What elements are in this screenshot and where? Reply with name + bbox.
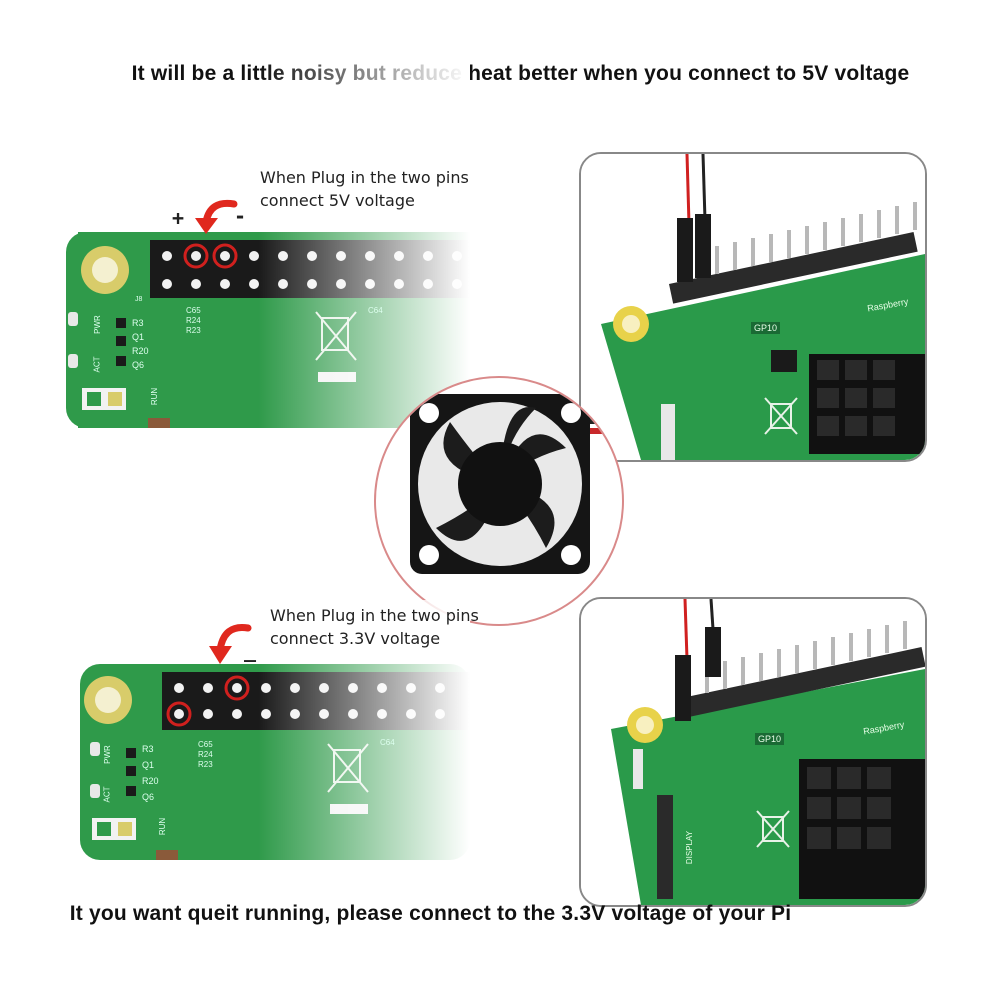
label-q1: Q1: [142, 760, 155, 770]
top-installed-photo: GP10 Raspberry: [579, 152, 927, 462]
bottom-note: When Plug in the two pins connect 3.3V v…: [270, 604, 479, 650]
label-r23: R23: [186, 326, 201, 335]
crossed-bin-icon: [764, 397, 798, 435]
crossed-bin-icon: [756, 810, 790, 848]
label-r3: R3: [142, 744, 154, 754]
bottom-note-line1: When Plug in the two pins: [270, 606, 479, 625]
fan-circle: [374, 376, 624, 626]
top-installed-illustration: [581, 154, 925, 460]
top-note-line1: When Plug in the two pins: [260, 168, 469, 187]
top-note: When Plug in the two pins connect 5V vol…: [260, 166, 469, 212]
bottom-note-line2: connect 3.3V voltage: [270, 629, 441, 648]
label-c64: C64: [368, 306, 383, 315]
bottom-installed-illustration: [581, 599, 925, 905]
label-r24: R24: [198, 750, 213, 759]
label-r3: R3: [132, 318, 144, 328]
bottom-caption: It you want queit running, please connec…: [69, 902, 792, 925]
label-run: RUN: [158, 817, 168, 836]
label-r20: R20: [142, 776, 159, 786]
minus-sign: -: [234, 204, 247, 228]
minus-sign: _: [244, 638, 257, 662]
label-display: DISPLAY: [685, 830, 695, 865]
label-pwr: PWR: [102, 745, 112, 764]
label-q1: Q1: [132, 332, 145, 342]
label-r20: R20: [132, 346, 149, 356]
label-j8: J8: [135, 296, 143, 303]
label-gp10: GP10: [751, 322, 781, 334]
label-c65: C65: [198, 740, 213, 749]
label-c65: C65: [186, 306, 201, 315]
top-board-illustration: [0, 0, 470, 440]
plus-sign: +: [172, 206, 185, 230]
curved-down-arrow-icon: [209, 623, 252, 664]
label-act: ACT: [102, 786, 112, 803]
label-q6: Q6: [142, 792, 155, 802]
label-c64: C64: [380, 738, 395, 747]
curved-down-arrow-icon: [195, 199, 238, 234]
label-r23: R23: [198, 760, 213, 769]
label-q6: Q6: [132, 360, 145, 370]
bottom-board-illustration: [0, 600, 470, 870]
cooling-fan-icon: [410, 394, 622, 574]
top-note-line2: connect 5V voltage: [260, 191, 415, 210]
label-gp10: GP10: [755, 733, 785, 745]
bottom-installed-photo: GP10 Raspberry DISPLAY: [579, 597, 927, 907]
label-r24: R24: [186, 316, 201, 325]
